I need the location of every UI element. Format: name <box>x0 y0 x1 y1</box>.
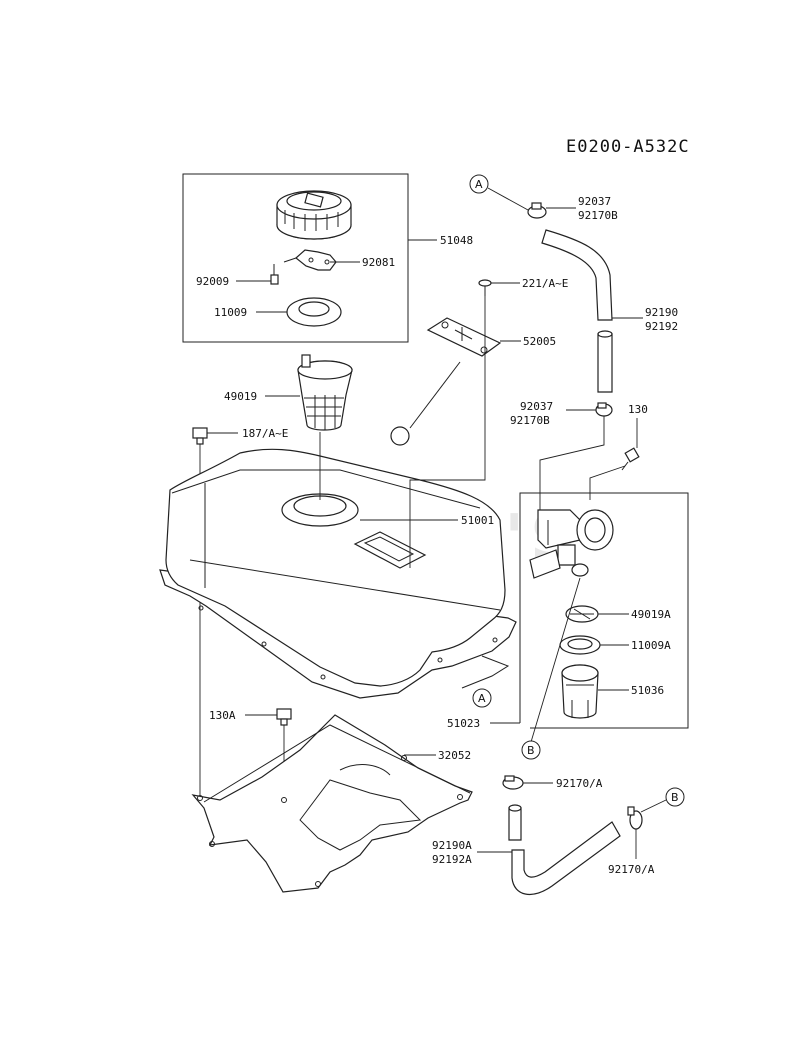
bolt-187-part[interactable] <box>192 427 208 445</box>
bolt-130a-part[interactable] <box>276 708 292 726</box>
fuel-hose-lower-part[interactable] <box>508 804 621 895</box>
label-11009: 11009 <box>214 306 247 319</box>
label-52005: 52005 <box>523 335 556 348</box>
gasket-11009a-part[interactable] <box>559 635 601 655</box>
label-92190a: 92190A <box>432 839 472 852</box>
hose-clamp-lower-1-part[interactable] <box>502 775 524 790</box>
screw-221-part[interactable] <box>478 279 492 296</box>
label-92192: 92192 <box>645 320 678 333</box>
fuel-cock-part[interactable] <box>529 509 614 579</box>
fuel-cap-part[interactable] <box>276 190 352 240</box>
screw-92009-part[interactable] <box>270 264 279 285</box>
svg-text:A: A <box>475 178 483 191</box>
fuel-tank-part[interactable] <box>159 448 517 699</box>
svg-text:A: A <box>478 692 486 705</box>
svg-text:B: B <box>671 791 679 804</box>
label-130a: 130A <box>209 709 236 722</box>
label-51048: 51048 <box>440 234 473 247</box>
label-51036: 51036 <box>631 684 664 697</box>
label-92037-top: 92037 <box>578 195 611 208</box>
diagram-code: E0200-A532C <box>566 137 690 157</box>
label-92009: 92009 <box>196 275 229 288</box>
label-187: 187/A~E <box>242 427 288 440</box>
fuel-cock-box <box>519 492 689 729</box>
fuel-gauge-part[interactable] <box>390 317 502 446</box>
hose-clamp-mid-part[interactable] <box>595 402 613 417</box>
label-92081: 92081 <box>362 256 395 269</box>
hose-clamp-lower-2-part[interactable] <box>627 806 643 830</box>
callout-a-tank: A <box>472 688 492 708</box>
label-51023: 51023 <box>447 717 480 730</box>
hose-clamp-top-part[interactable] <box>527 202 547 219</box>
label-49019: 49019 <box>224 390 257 403</box>
label-49019a: 49019A <box>631 608 671 621</box>
callout-b-bottom: B <box>665 787 685 807</box>
label-92037-mid: 92037 <box>520 400 553 413</box>
label-92170a-1: 92170/A <box>556 777 603 790</box>
label-221: 221/A~E <box>522 277 568 290</box>
label-130: 130 <box>628 403 648 416</box>
fuel-cup-part[interactable] <box>561 664 599 719</box>
gasket-11009-part[interactable] <box>286 297 342 327</box>
label-51001: 51001 <box>461 514 494 527</box>
label-92170a-2: 92170/A <box>608 863 655 876</box>
bolt-130-part[interactable] <box>621 447 640 471</box>
label-92190: 92190 <box>645 306 678 319</box>
fuel-strainer-part[interactable] <box>297 354 353 431</box>
callout-a-top: A <box>469 174 489 194</box>
label-11009a: 11009A <box>631 639 671 652</box>
callout-b-mid: B <box>521 740 541 760</box>
label-92192a: 92192A <box>432 853 472 866</box>
fuel-hose-top-part[interactable] <box>541 229 613 393</box>
cap-chain-part[interactable] <box>283 249 337 271</box>
svg-text:B: B <box>527 744 535 757</box>
label-92170b-top: 92170B <box>578 209 618 222</box>
label-32052: 32052 <box>438 749 471 762</box>
label-92170b-mid: 92170B <box>510 414 550 427</box>
tank-base-part[interactable] <box>191 714 473 893</box>
cap-assembly-box <box>182 173 409 343</box>
